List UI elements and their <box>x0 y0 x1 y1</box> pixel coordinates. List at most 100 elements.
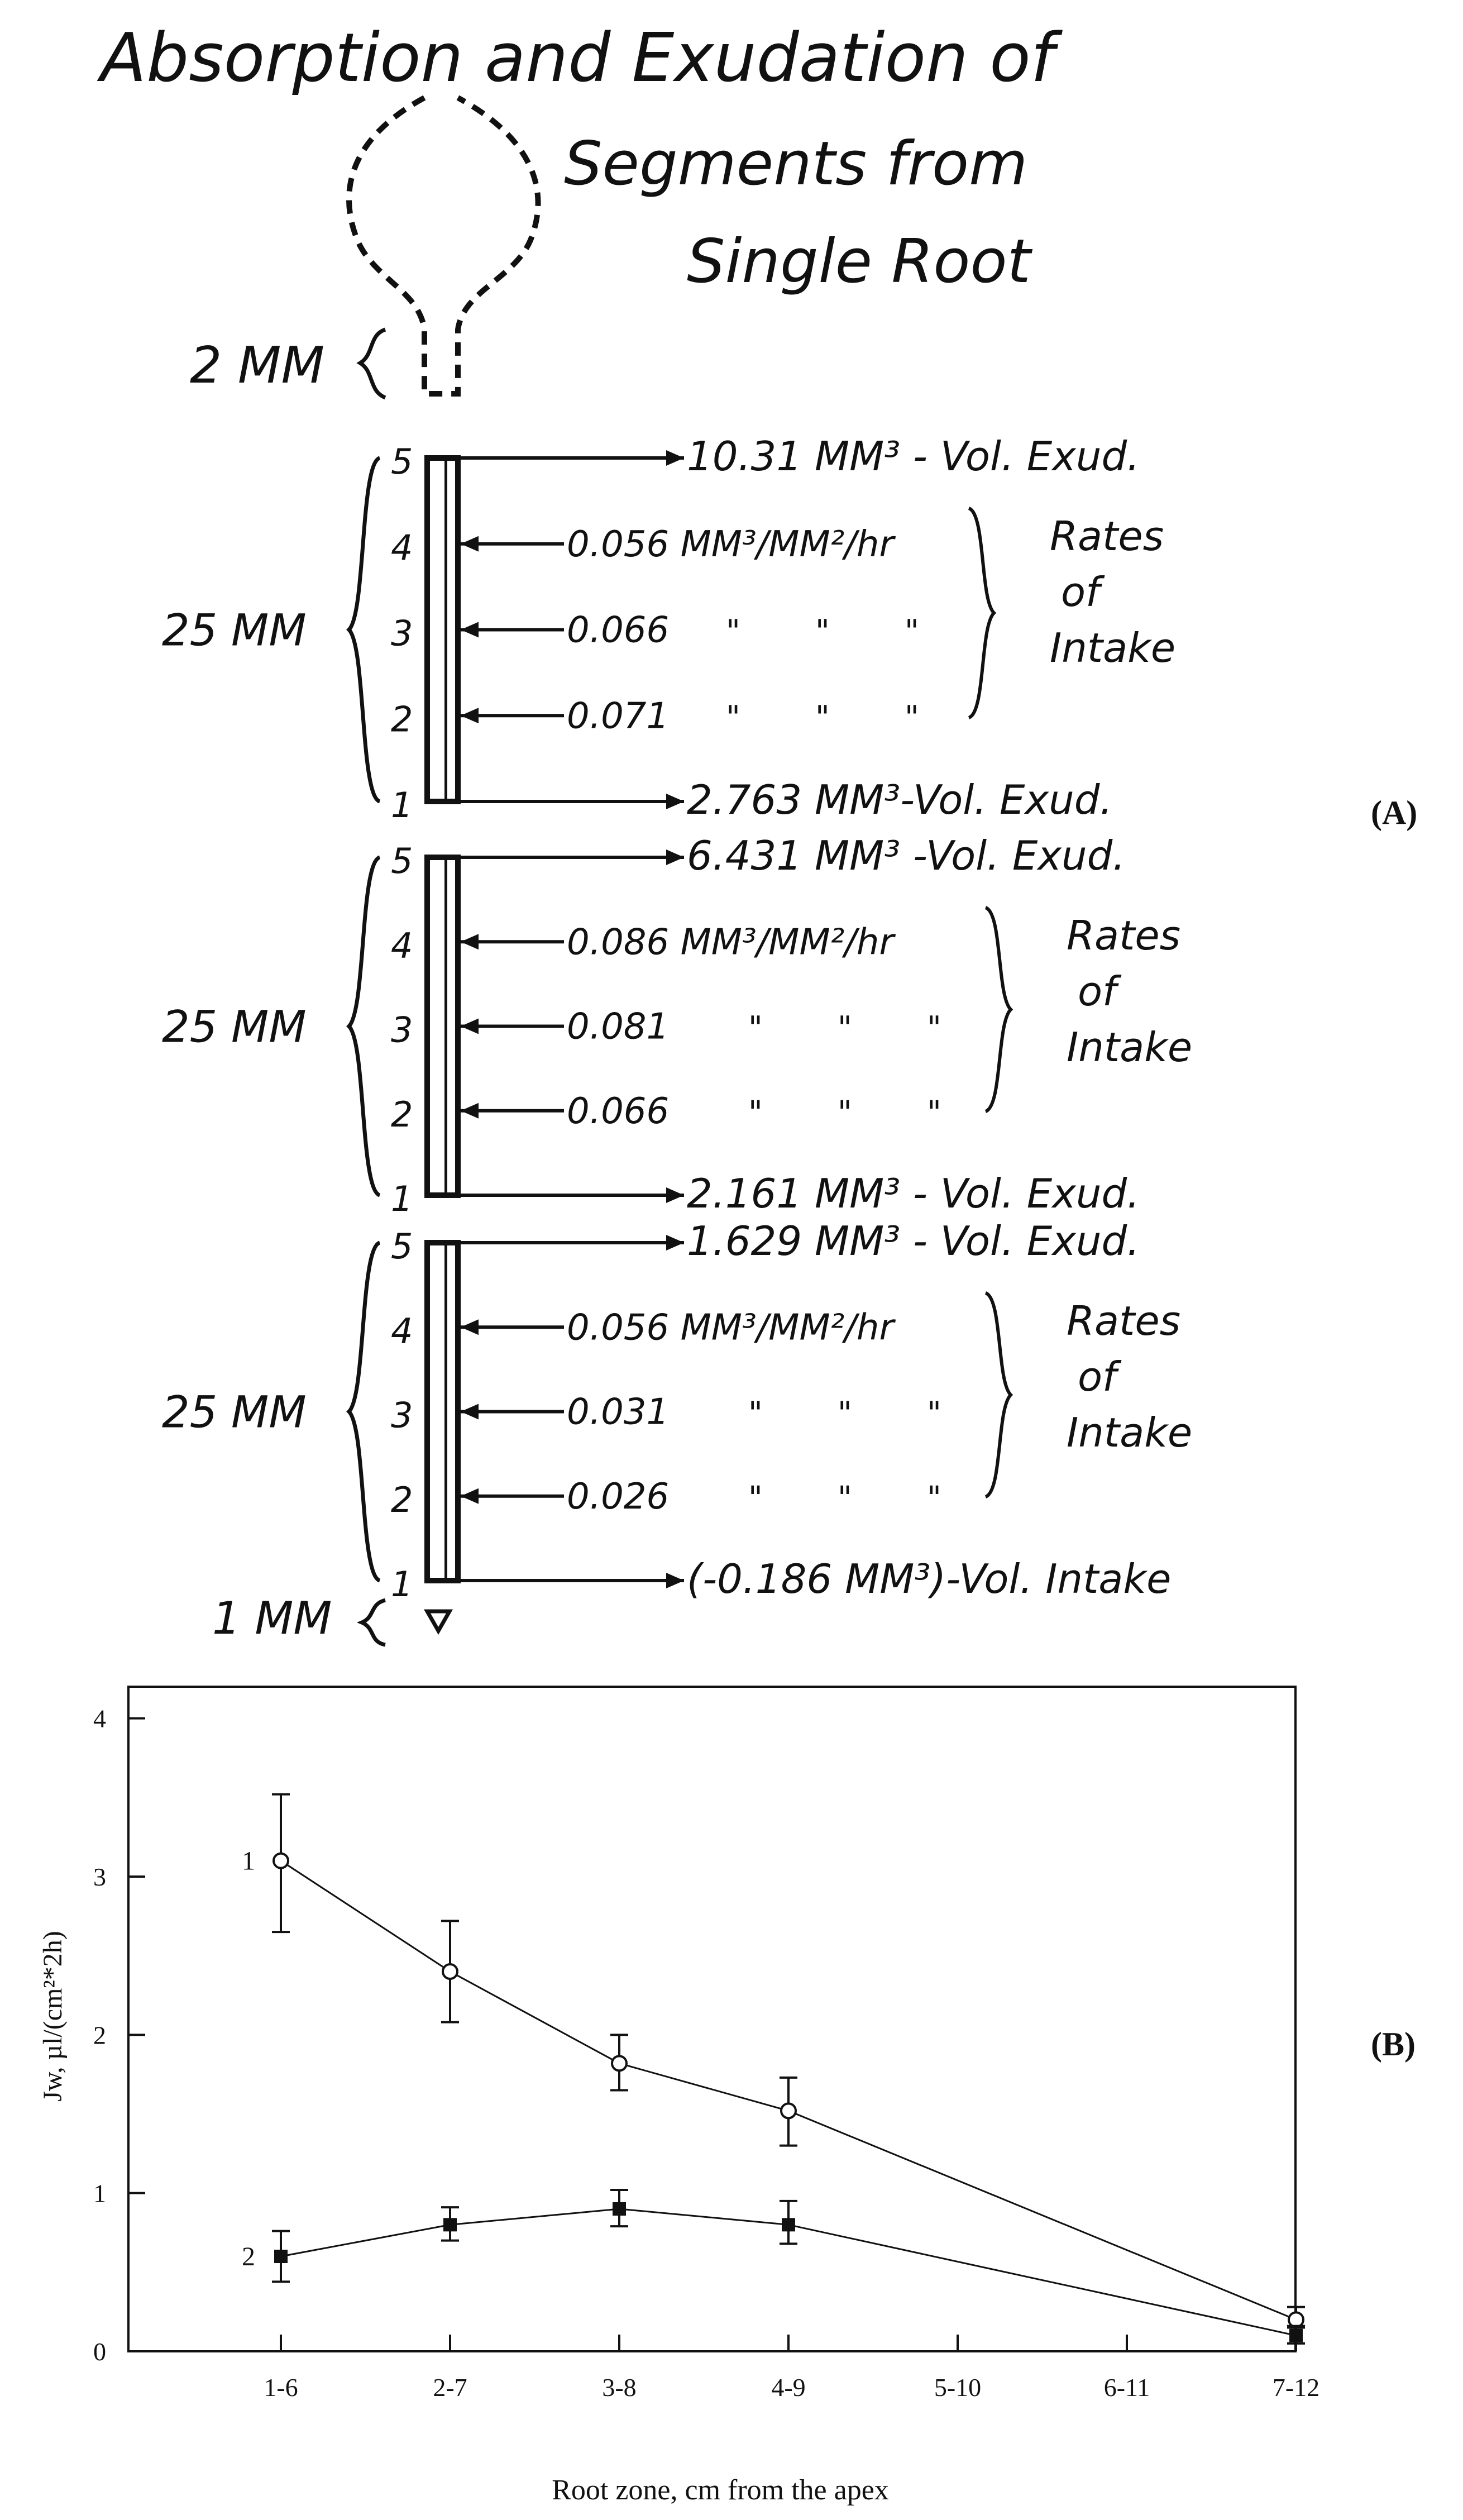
data-point-square <box>613 2202 626 2216</box>
scale-number-4: 4 <box>391 527 413 568</box>
series-1: 1 <box>242 1793 1305 2329</box>
top-segment-length-label: 2 MM <box>190 336 324 395</box>
x-axis-title: Root zone, cm from the apex <box>552 2474 889 2506</box>
segment-length-label: 25 MM <box>162 606 307 656</box>
segment-length-label: 25 MM <box>162 1003 307 1053</box>
panel-a-label: (A) <box>1371 794 1417 831</box>
series-label: 2 <box>242 2242 255 2271</box>
segment-body <box>424 855 461 1198</box>
series-label: 1 <box>242 1846 255 1876</box>
scale-number-1: 1 <box>391 1178 413 1219</box>
intake-rate-label: 0.081 <box>567 1006 669 1048</box>
rates-brace <box>984 1291 1013 1498</box>
data-point-circle <box>272 1852 289 1869</box>
ditto-mark: " <box>815 699 830 736</box>
x-tick-label: 6-11 <box>1104 2373 1150 2402</box>
arrowhead-icon <box>461 708 479 724</box>
ditto-mark: " <box>927 1480 941 1516</box>
ditto-mark: " <box>748 1010 763 1047</box>
x-tick-label: 1-6 <box>264 2373 298 2402</box>
rates-caption-line: of <box>1061 569 1105 615</box>
rates-brace <box>984 906 1013 1113</box>
intake-rate-label: 0.066 <box>567 610 669 651</box>
arrowhead-icon <box>461 622 479 638</box>
scale-number-1: 1 <box>391 785 413 825</box>
x-tick-label: 3-8 <box>602 2373 636 2402</box>
arrowhead-icon <box>666 794 684 809</box>
bottom-output-label: 2.763 MM³-Vol. Exud. <box>687 776 1112 823</box>
ditto-mark: " <box>927 1396 941 1432</box>
y-tick-label: 0 <box>93 2337 106 2366</box>
plot-area-frame <box>127 1686 1297 2352</box>
data-point-square <box>443 2218 457 2232</box>
rates-caption-line: Rates <box>1067 1297 1180 1344</box>
scale-number-1: 1 <box>391 1564 413 1605</box>
intake-rate-label: 0.056 MM³/MM²/hr <box>567 524 896 565</box>
intake-rate-label: 0.071 <box>567 695 669 737</box>
ditto-mark: " <box>726 699 740 736</box>
rates-brace <box>968 507 997 719</box>
intake-rate-label: 0.066 <box>567 1091 669 1132</box>
scale-number-4: 4 <box>391 1310 413 1351</box>
rates-caption-line: of <box>1078 1353 1122 1400</box>
scale-number-2: 2 <box>391 699 413 739</box>
scale-number-2: 2 <box>391 1094 413 1135</box>
scale-number-3: 3 <box>391 1010 413 1051</box>
x-tick-label: 7-12 <box>1273 2373 1319 2402</box>
title-line-1: Absorption and Exudation of <box>97 20 1063 97</box>
title-line-2: Segments from <box>564 129 1027 199</box>
x-tick-label: 4-9 <box>771 2373 805 2402</box>
segment-brace <box>346 456 381 804</box>
data-point-square <box>1289 2328 1303 2342</box>
bottom-output-label: 2.161 MM³ - Vol. Exud. <box>687 1170 1140 1217</box>
y-axis-title: Jw, µl/(cm²*2h) <box>38 1931 68 2102</box>
segment-length-label: 25 MM <box>162 1388 307 1438</box>
data-point-circle <box>780 2102 797 2120</box>
severed-root-outline <box>346 95 541 397</box>
y-tick-label: 4 <box>93 1705 106 1733</box>
tip-brace <box>356 1598 386 1647</box>
tip-length-label: 1 MM <box>212 1592 332 1644</box>
rates-caption-line: Intake <box>1067 1024 1192 1071</box>
arrowhead-icon <box>666 849 684 865</box>
arrowhead-icon <box>461 1102 479 1119</box>
scale-number-5: 5 <box>391 841 413 881</box>
data-point-square <box>782 2218 795 2232</box>
intake-rate-label: 0.086 MM³/MM²/hr <box>567 922 896 963</box>
rates-caption-line: of <box>1078 968 1122 1015</box>
arrowhead-icon <box>666 1235 684 1251</box>
data-point-circle <box>1288 2311 1304 2328</box>
rates-caption-line: Rates <box>1050 513 1164 560</box>
arrowhead-icon <box>461 934 479 950</box>
ditto-mark: " <box>815 614 830 650</box>
arrowhead-icon <box>666 1187 684 1203</box>
scale-number-4: 4 <box>391 925 413 966</box>
segment-brace <box>346 855 381 1197</box>
arrowhead-icon <box>461 1488 479 1504</box>
scale-number-3: 3 <box>391 613 413 654</box>
scale-number-3: 3 <box>391 1395 413 1436</box>
segment-body <box>424 455 461 804</box>
ditto-mark: " <box>748 1480 763 1516</box>
intake-rate-label: 0.026 <box>567 1476 669 1517</box>
data-point-circle <box>442 1963 458 1980</box>
segment-brace <box>346 1240 381 1583</box>
y-tick-label: 1 <box>93 2179 106 2208</box>
panel-b-label: (B) <box>1371 2026 1416 2063</box>
arrowhead-icon <box>461 1018 479 1034</box>
scale-number-2: 2 <box>391 1479 413 1520</box>
rates-caption-line: Intake <box>1067 1409 1192 1456</box>
ditto-mark: " <box>838 1095 852 1131</box>
top-output-label: 1.629 MM³ - Vol. Exud. <box>687 1218 1140 1264</box>
ditto-mark: " <box>748 1095 763 1131</box>
title-line-3: Single Root <box>687 227 1033 297</box>
segment-body <box>424 1240 461 1583</box>
arrowhead-icon <box>461 1404 479 1420</box>
top-output-label: 10.31 MM³ - Vol. Exud. <box>687 433 1140 480</box>
scale-number-5: 5 <box>391 1226 413 1267</box>
arrowhead-icon <box>461 536 479 552</box>
root-segments: 25 MM 5 4 3 2 1 10.31 MM³ - Vol. Exud. 2.763 MM… <box>162 433 1192 1605</box>
